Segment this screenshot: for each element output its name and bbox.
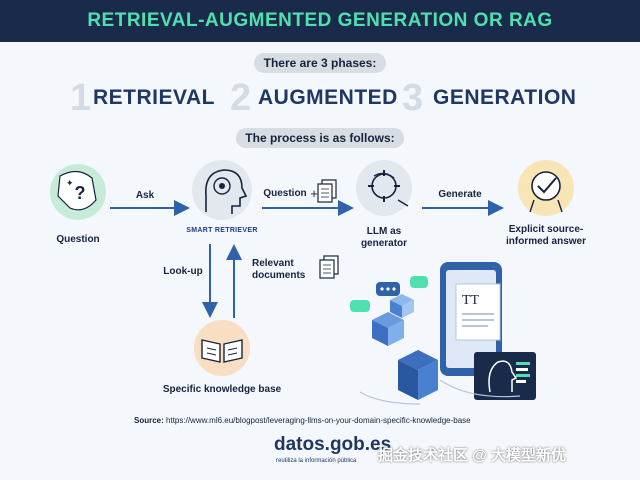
phase-1-number: 1 xyxy=(70,77,92,119)
svg-text:?: ? xyxy=(75,183,86,203)
phase-1-name: RETRIEVAL xyxy=(93,86,215,109)
llm-label: LLM as generator xyxy=(344,226,424,250)
ai-illustration: TT xyxy=(350,262,536,405)
document-icon xyxy=(317,179,337,203)
ask-label: Ask xyxy=(135,190,155,201)
question-icon: ? ✦ xyxy=(50,164,106,220)
relevant-line1: Relevant xyxy=(252,258,294,269)
answer-label-line1: Explicit source- xyxy=(508,224,584,235)
llm-label-line1: LLM as xyxy=(366,226,402,237)
generate-label: Generate xyxy=(438,189,482,200)
page-title: RETRIEVAL-AUGMENTED GENERATION OR RAG xyxy=(87,10,553,31)
llm-label-line2: generator xyxy=(360,238,408,249)
phase-3-number: 3 xyxy=(402,77,424,119)
documents-icon xyxy=(319,255,339,279)
phase-3-name: GENERATION xyxy=(433,86,577,109)
smart-retriever-label: SMART RETRIEVER xyxy=(186,227,258,234)
phase-2-name: AUGMENTED xyxy=(258,86,398,109)
phase-2-number: 2 xyxy=(230,77,252,119)
phases-pill: There are 3 phases: xyxy=(254,53,386,73)
process-pill: The process is as follows: xyxy=(236,128,404,148)
title-banner xyxy=(0,0,640,42)
checkmark-badge-icon xyxy=(518,160,574,216)
source-line: Source: https://www.ml6.eu/blogpost/leve… xyxy=(134,416,534,425)
brain-head-icon xyxy=(192,160,252,220)
datos-logo: datos.gob.es xyxy=(274,434,392,455)
datos-logo-tagline: reutiliza la información pública xyxy=(276,458,357,464)
svg-text:TT: TT xyxy=(462,293,480,308)
open-book-icon xyxy=(194,320,250,376)
watermark: 掘金技术社区 @ 大模型新优 xyxy=(378,447,566,464)
plus-label: + xyxy=(310,186,318,201)
lookup-label: Look-up xyxy=(163,266,203,277)
llm-gear-icon xyxy=(356,160,412,216)
answer-label: Explicit source- informed answer xyxy=(496,224,596,248)
answer-label-line2: informed answer xyxy=(505,236,587,247)
knowledge-base-label: Specific knowledge base xyxy=(162,384,282,395)
relevant-line2: documents xyxy=(252,270,306,281)
source-label: Source: xyxy=(134,416,164,425)
question-label: Question xyxy=(56,234,100,245)
svg-text:✦: ✦ xyxy=(66,178,74,188)
relevant-documents-label: Relevant documents xyxy=(252,258,312,282)
source-url[interactable]: https://www.ml6.eu/blogpost/leveraging-l… xyxy=(166,416,471,425)
question-edge-label: Question xyxy=(263,188,307,199)
